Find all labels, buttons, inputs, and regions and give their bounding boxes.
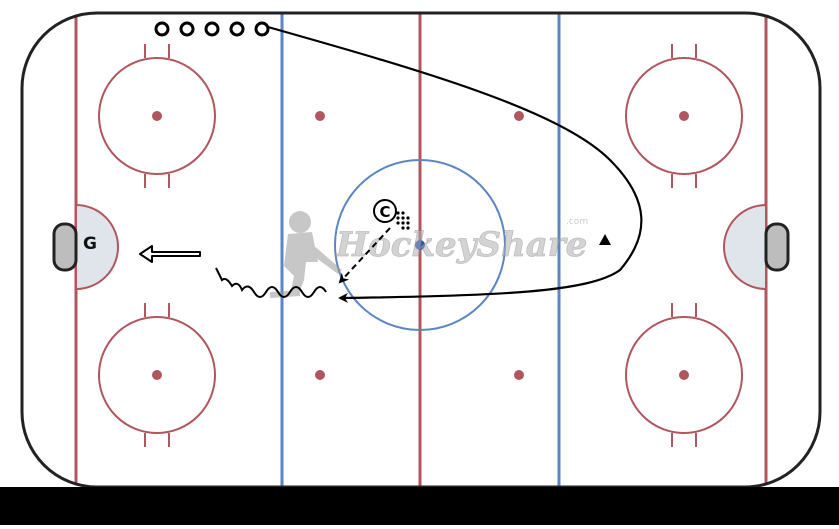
player-icon	[179, 21, 195, 37]
puck-icon	[396, 211, 410, 230]
player-line	[154, 21, 270, 37]
shot-arrow-icon	[139, 245, 201, 263]
stickhandling-path	[215, 267, 327, 298]
faceoff-dot	[514, 370, 524, 380]
goal-crease-left	[75, 203, 119, 291]
faceoff-circle-top-right	[625, 44, 743, 188]
faceoff-dot	[679, 370, 689, 380]
bottom-bar	[0, 487, 839, 525]
center-circle	[334, 159, 506, 331]
player-icon	[154, 21, 170, 37]
goal-net-left	[52, 222, 78, 272]
player-icon	[204, 21, 220, 37]
faceoff-circle-top-left	[98, 44, 216, 188]
coach-label: C	[379, 203, 390, 221]
faceoff-circle-bottom-right	[625, 303, 743, 447]
faceoff-dot	[315, 111, 325, 121]
faceoff-dots	[152, 111, 689, 380]
faceoff-dot	[152, 111, 162, 121]
faceoff-dot	[514, 111, 524, 121]
goal-crease-right	[723, 203, 767, 291]
watermark-suffix: .com	[566, 217, 588, 227]
faceoff-dot	[315, 370, 325, 380]
cone-icon	[599, 234, 611, 245]
player-icon	[229, 21, 245, 37]
center-dot	[415, 240, 425, 250]
player-icon	[254, 21, 270, 37]
goalie-icon: G	[83, 234, 97, 254]
watermark: HockeyShare .com	[270, 211, 588, 298]
faceoff-dot	[152, 370, 162, 380]
watermark-text: HockeyShare	[335, 225, 587, 265]
skating-path	[267, 25, 643, 303]
faceoff-dot	[679, 111, 689, 121]
coach-icon: C	[373, 199, 397, 223]
goal-net-right	[764, 222, 790, 272]
pass-line	[338, 227, 391, 284]
faceoff-circle-bottom-left	[98, 303, 216, 447]
